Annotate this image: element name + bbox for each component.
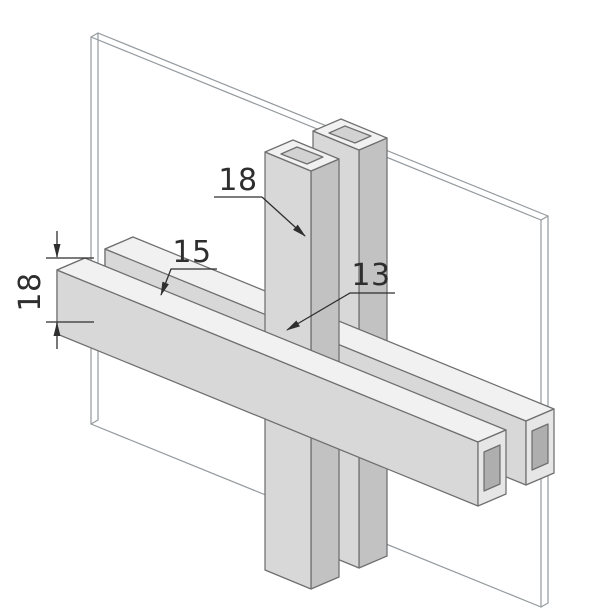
- dimension-leader-13: [286, 292, 395, 331]
- dimension-label-18-left: 18: [13, 272, 48, 311]
- dimension-label-13: 13: [351, 258, 390, 293]
- dimension-annotations: 18 15 13 18: [13, 163, 395, 349]
- dimension-rail-height-18: 18: [13, 231, 94, 349]
- dimension-rail-face-15: 15: [160, 235, 217, 296]
- panel-front-top-edge: [90, 36, 542, 221]
- dimension-label-18-top: 18: [218, 163, 257, 198]
- dimension-label-15: 15: [172, 235, 211, 270]
- panel-back-top-edge: [97, 32, 549, 217]
- back-vertical-tube-top-hole: [328, 125, 372, 144]
- panel-bottom-left-corner-edge: [90, 419, 99, 425]
- dimension-leader-15: [160, 268, 217, 296]
- front-vertical-tube-top-hole: [280, 146, 324, 165]
- panel-bottom-right-corner-edge: [540, 602, 549, 608]
- dimension-tube-width-18: 18: [214, 163, 306, 237]
- front-horizontal-rail: [56, 257, 507, 507]
- panel-top-left-corner-edge: [90, 32, 99, 38]
- panel-top-right-corner-edge: [540, 215, 549, 221]
- back-rail-right-end-hole: [531, 423, 549, 471]
- front-rail-right-end-hole: [483, 444, 501, 492]
- dimension-gap-13: 13: [286, 258, 395, 331]
- dimension-leader-18-top: [261, 196, 306, 237]
